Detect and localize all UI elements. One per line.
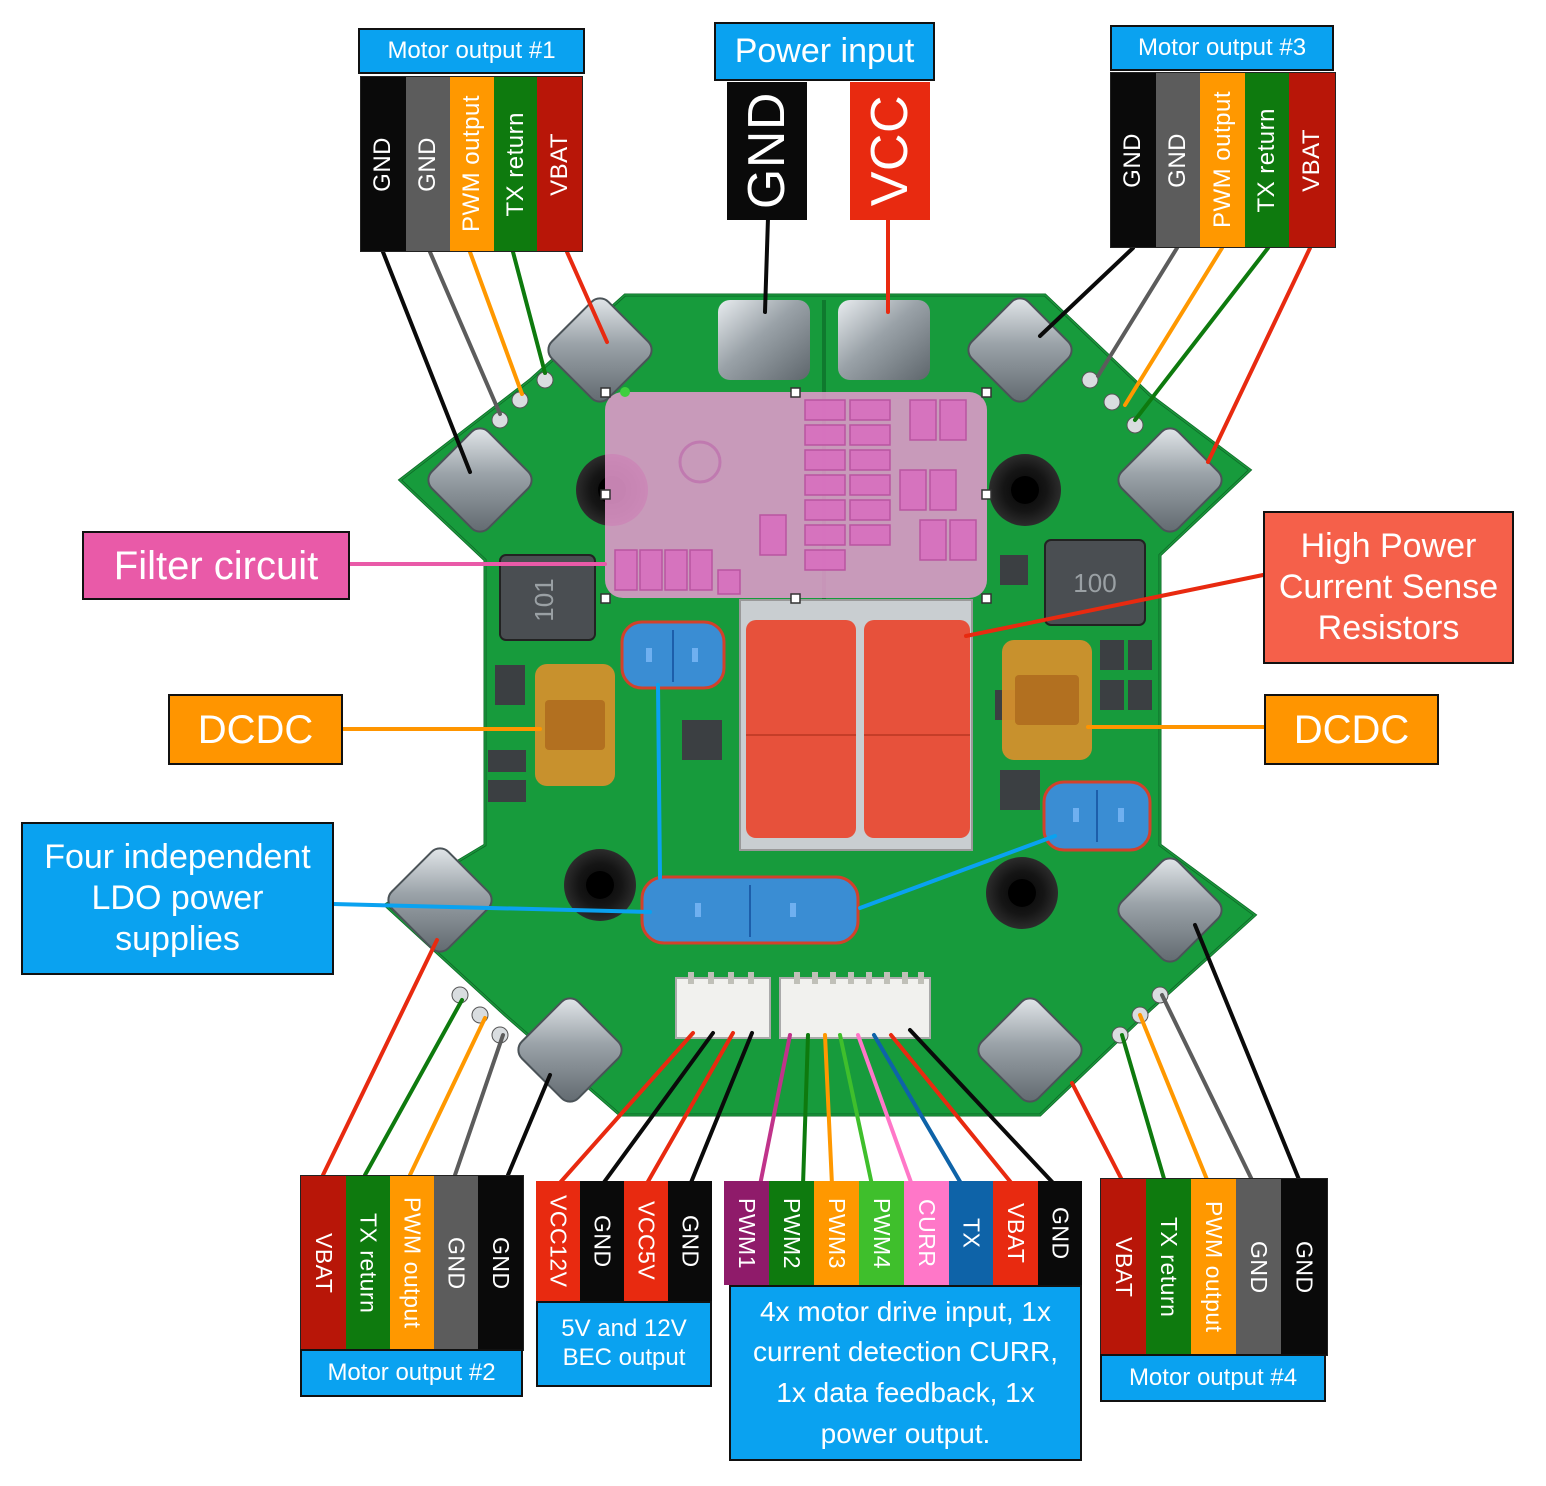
motor3-pin: GND [1155, 73, 1201, 247]
motor4-pin: PWM output [1191, 1179, 1236, 1355]
motor4-pin: TX return [1146, 1179, 1191, 1355]
bec-caption: 5V and 12V BEC output [536, 1301, 712, 1387]
motor1-pin: GND [361, 77, 406, 251]
sense-resistor-right [864, 620, 970, 838]
inductor-left [499, 554, 596, 641]
signal-pin: PWM1 [724, 1181, 769, 1285]
motor3-pin: TX return [1244, 73, 1290, 247]
signal-caption: 4x motor drive input, 1x current detecti… [729, 1285, 1082, 1461]
dcdc-left-label: DCDC [168, 694, 343, 765]
motor3-pin: VBAT [1289, 73, 1336, 247]
bec-pin: GND [580, 1181, 624, 1301]
inductor-left-marking: 101 [529, 578, 559, 621]
motor1-pin: GND [405, 77, 451, 251]
motor4-pin: GND [1281, 1179, 1327, 1355]
motor2-pin: GND [478, 1176, 523, 1350]
power-vcc-pin: VCC [850, 82, 930, 220]
signal-pin: CURR [904, 1181, 949, 1285]
bec-connector [675, 977, 771, 1039]
motor4-pin: GND [1236, 1179, 1281, 1355]
inductor-right-marking: 100 [1073, 568, 1116, 598]
signal-pin: VBAT [993, 1181, 1038, 1285]
signal-pin: PWM2 [769, 1181, 814, 1285]
motor2-pin: TX return [346, 1176, 390, 1350]
motor4-pin: VBAT [1101, 1179, 1146, 1355]
signal-pin-strip: PWM1 PWM2 PWM3 PWM4 CURR TX VBAT GND [724, 1181, 1082, 1285]
motor1-pin: TX return [493, 77, 538, 251]
motor2-pin: GND [434, 1176, 478, 1350]
bec-pin: VCC12V [536, 1181, 580, 1301]
signal-pin: GND [1038, 1181, 1082, 1285]
motor2-pin-strip: VBAT TX return PWM output GND GND [300, 1175, 524, 1351]
bec-pin-strip: VCC12V GND VCC5V GND [536, 1181, 712, 1301]
motor1-pin-strip: GND GND PWM output TX return VBAT [360, 76, 583, 252]
motor4-title: Motor output #4 [1100, 1354, 1326, 1402]
motor3-title: Motor output #3 [1110, 25, 1334, 71]
power-gnd-pin: GND [727, 82, 807, 220]
filter-circuit-label: Filter circuit [82, 531, 350, 600]
motor2-pin: VBAT [301, 1176, 346, 1350]
signal-pin: TX [949, 1181, 993, 1285]
signal-pin: PWM4 [859, 1181, 904, 1285]
power-input-title: Power input [714, 22, 935, 81]
dcdc-right-label: DCDC [1264, 694, 1439, 765]
sense-resistor-left [746, 620, 856, 838]
power-vcc-label: VCC [861, 95, 919, 207]
motor1-pin: VBAT [537, 77, 582, 251]
signal-connector [779, 977, 931, 1039]
motor3-pin: PWM output [1200, 73, 1245, 247]
current-sense-label: High Power Current Sense Resistors [1263, 511, 1514, 664]
ldo-label: Four independent LDO power supplies [21, 822, 334, 975]
motor4-pin-strip: VBAT TX return PWM output GND GND [1100, 1178, 1328, 1356]
motor2-title: Motor output #2 [300, 1349, 523, 1397]
motor3-pin: GND [1111, 73, 1156, 247]
power-gnd-label: GND [738, 92, 796, 210]
motor3-pin-strip: GND GND PWM output TX return VBAT [1110, 72, 1336, 248]
signal-pin: PWM3 [814, 1181, 859, 1285]
bec-pin: VCC5V [624, 1181, 668, 1301]
motor1-pin: PWM output [450, 77, 494, 251]
motor2-pin: PWM output [390, 1176, 434, 1350]
motor1-title: Motor output #1 [358, 28, 585, 74]
bec-pin: GND [668, 1181, 712, 1301]
